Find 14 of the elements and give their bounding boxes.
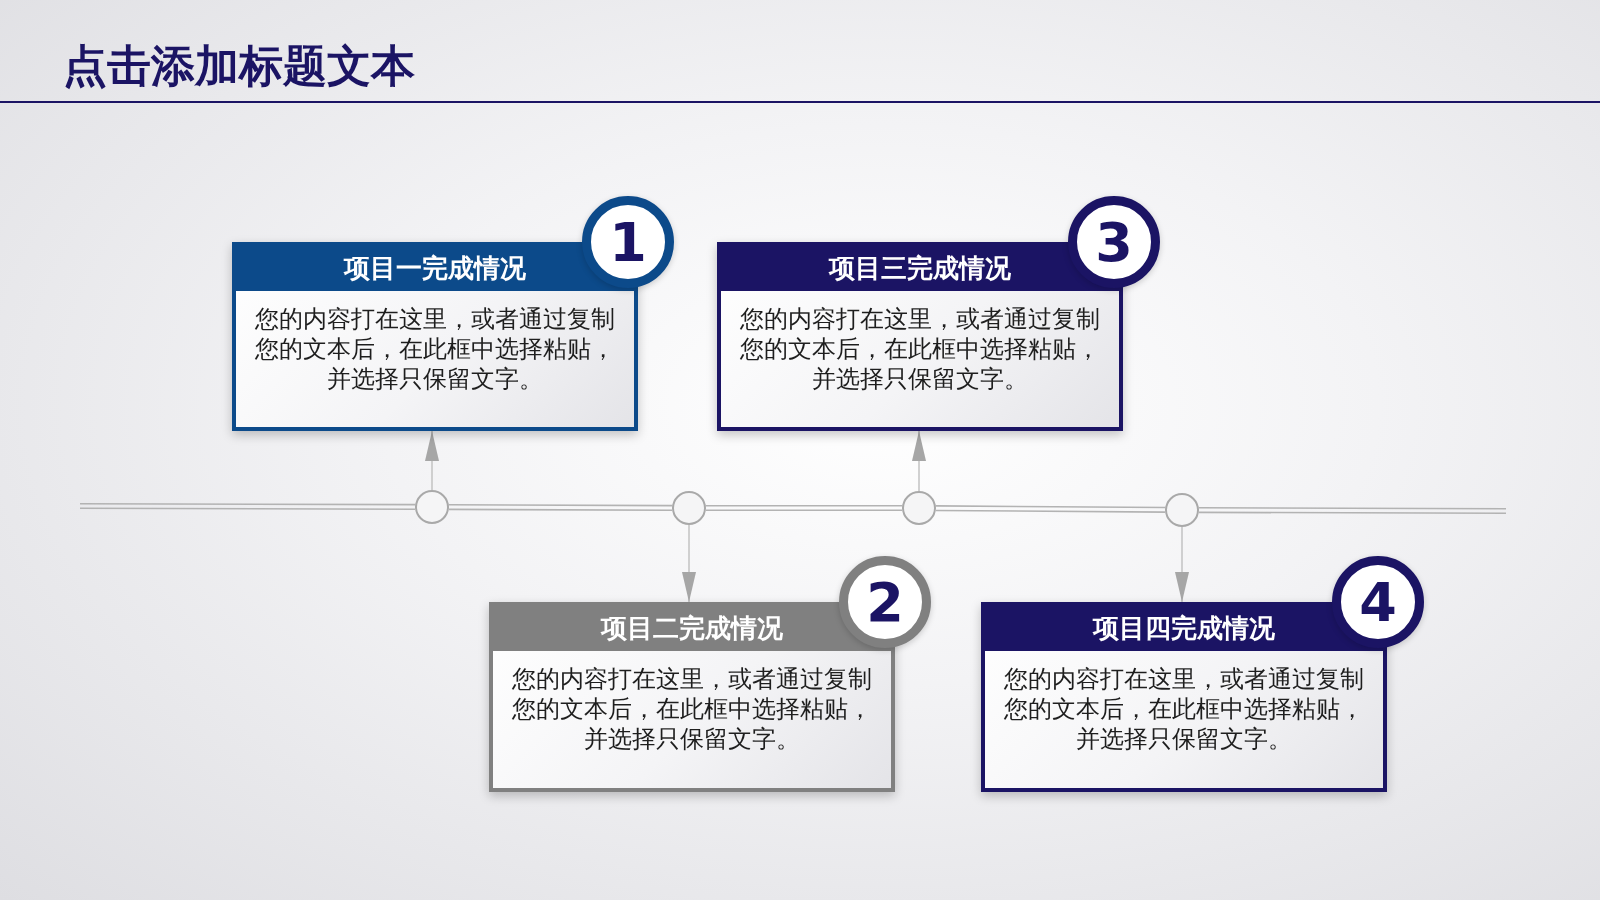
arrow [912,430,926,492]
timeline-line [935,505,1166,513]
arrow [1175,526,1189,603]
arrow [425,430,439,491]
timeline-line [1198,506,1507,515]
timeline-line [79,502,416,511]
card-description: 您的内容打在这里，或者通过复制您的文本后，在此框中选择粘贴，并选择只保留文字。 [1003,664,1365,754]
card-description: 您的内容打在这里，或者通过复制您的文本后，在此框中选择粘贴，并选择只保留文字。 [511,664,873,754]
arrow [682,524,696,603]
card-description: 您的内容打在这里，或者通过复制您的文本后，在此框中选择粘贴，并选择只保留文字。 [254,304,616,394]
page-title: 点击添加标题文本 [63,42,415,90]
timeline-line [448,503,673,512]
card-description: 您的内容打在这里，或者通过复制您的文本后，在此框中选择粘贴，并选择只保留文字。 [739,304,1101,394]
timeline-line [705,504,903,512]
